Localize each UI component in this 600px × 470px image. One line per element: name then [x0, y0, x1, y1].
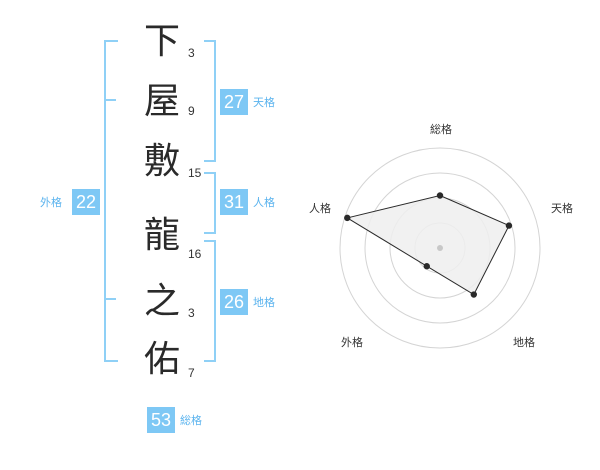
stroke-count-4: 16 — [188, 247, 202, 261]
jinkaku-label: 人格 — [253, 196, 275, 209]
radar-point-4 — [423, 263, 430, 270]
gaikaku-bracket — [104, 40, 118, 362]
chikaku-label: 地格 — [253, 296, 275, 309]
radar-points — [344, 192, 513, 298]
tenkaku-bracket — [204, 40, 216, 162]
tenkaku-label: 天格 — [253, 96, 275, 109]
radar-point-5 — [344, 214, 351, 222]
stroke-count-2: 9 — [188, 104, 195, 118]
radar-center-dot — [437, 245, 443, 251]
radar-ring — [364, 172, 516, 324]
name-char-6: 佑 — [143, 339, 180, 380]
radar-axis-label-chikaku: 地格 — [513, 335, 535, 349]
radar-ring — [339, 147, 541, 349]
radar-axis-label-jinkaku: 人格 — [309, 201, 331, 215]
gaikaku-label: 外格 — [40, 196, 62, 209]
soukaku-value: 53 — [147, 407, 175, 433]
tenkaku-value: 27 — [220, 89, 248, 115]
chikaku-bracket — [204, 240, 216, 362]
stroke-count-1: 3 — [188, 46, 195, 60]
gaikaku-value: 22 — [72, 189, 100, 215]
radar-series-area — [346, 194, 510, 296]
radar-point-2 — [505, 222, 513, 229]
name-char-4: 龍 — [143, 215, 180, 256]
stroke-count-3: 15 — [188, 166, 202, 180]
radar-axis-label-gaikaku: 外格 — [341, 335, 363, 349]
stroke-count-5: 3 — [188, 306, 195, 320]
radar-point-3 — [470, 291, 477, 298]
name-char-5: 之 — [143, 281, 180, 322]
name-char-2: 屋 — [143, 81, 180, 122]
name-char-3: 敷 — [143, 141, 180, 182]
radar-axis-label-soukaku: 総格 — [430, 122, 452, 136]
bracket-tick — [106, 298, 116, 300]
jinkaku-value: 31 — [220, 189, 248, 215]
radar-point-1 — [436, 192, 444, 199]
name-char-1: 下 — [143, 21, 180, 62]
jinkaku-bracket — [204, 172, 216, 234]
stroke-count-6: 7 — [188, 366, 195, 380]
radar-axis-label-tenkaku: 天格 — [551, 201, 573, 215]
bracket-tick — [106, 99, 116, 101]
chikaku-value: 26 — [220, 289, 248, 315]
soukaku-label: 総格 — [180, 414, 202, 427]
